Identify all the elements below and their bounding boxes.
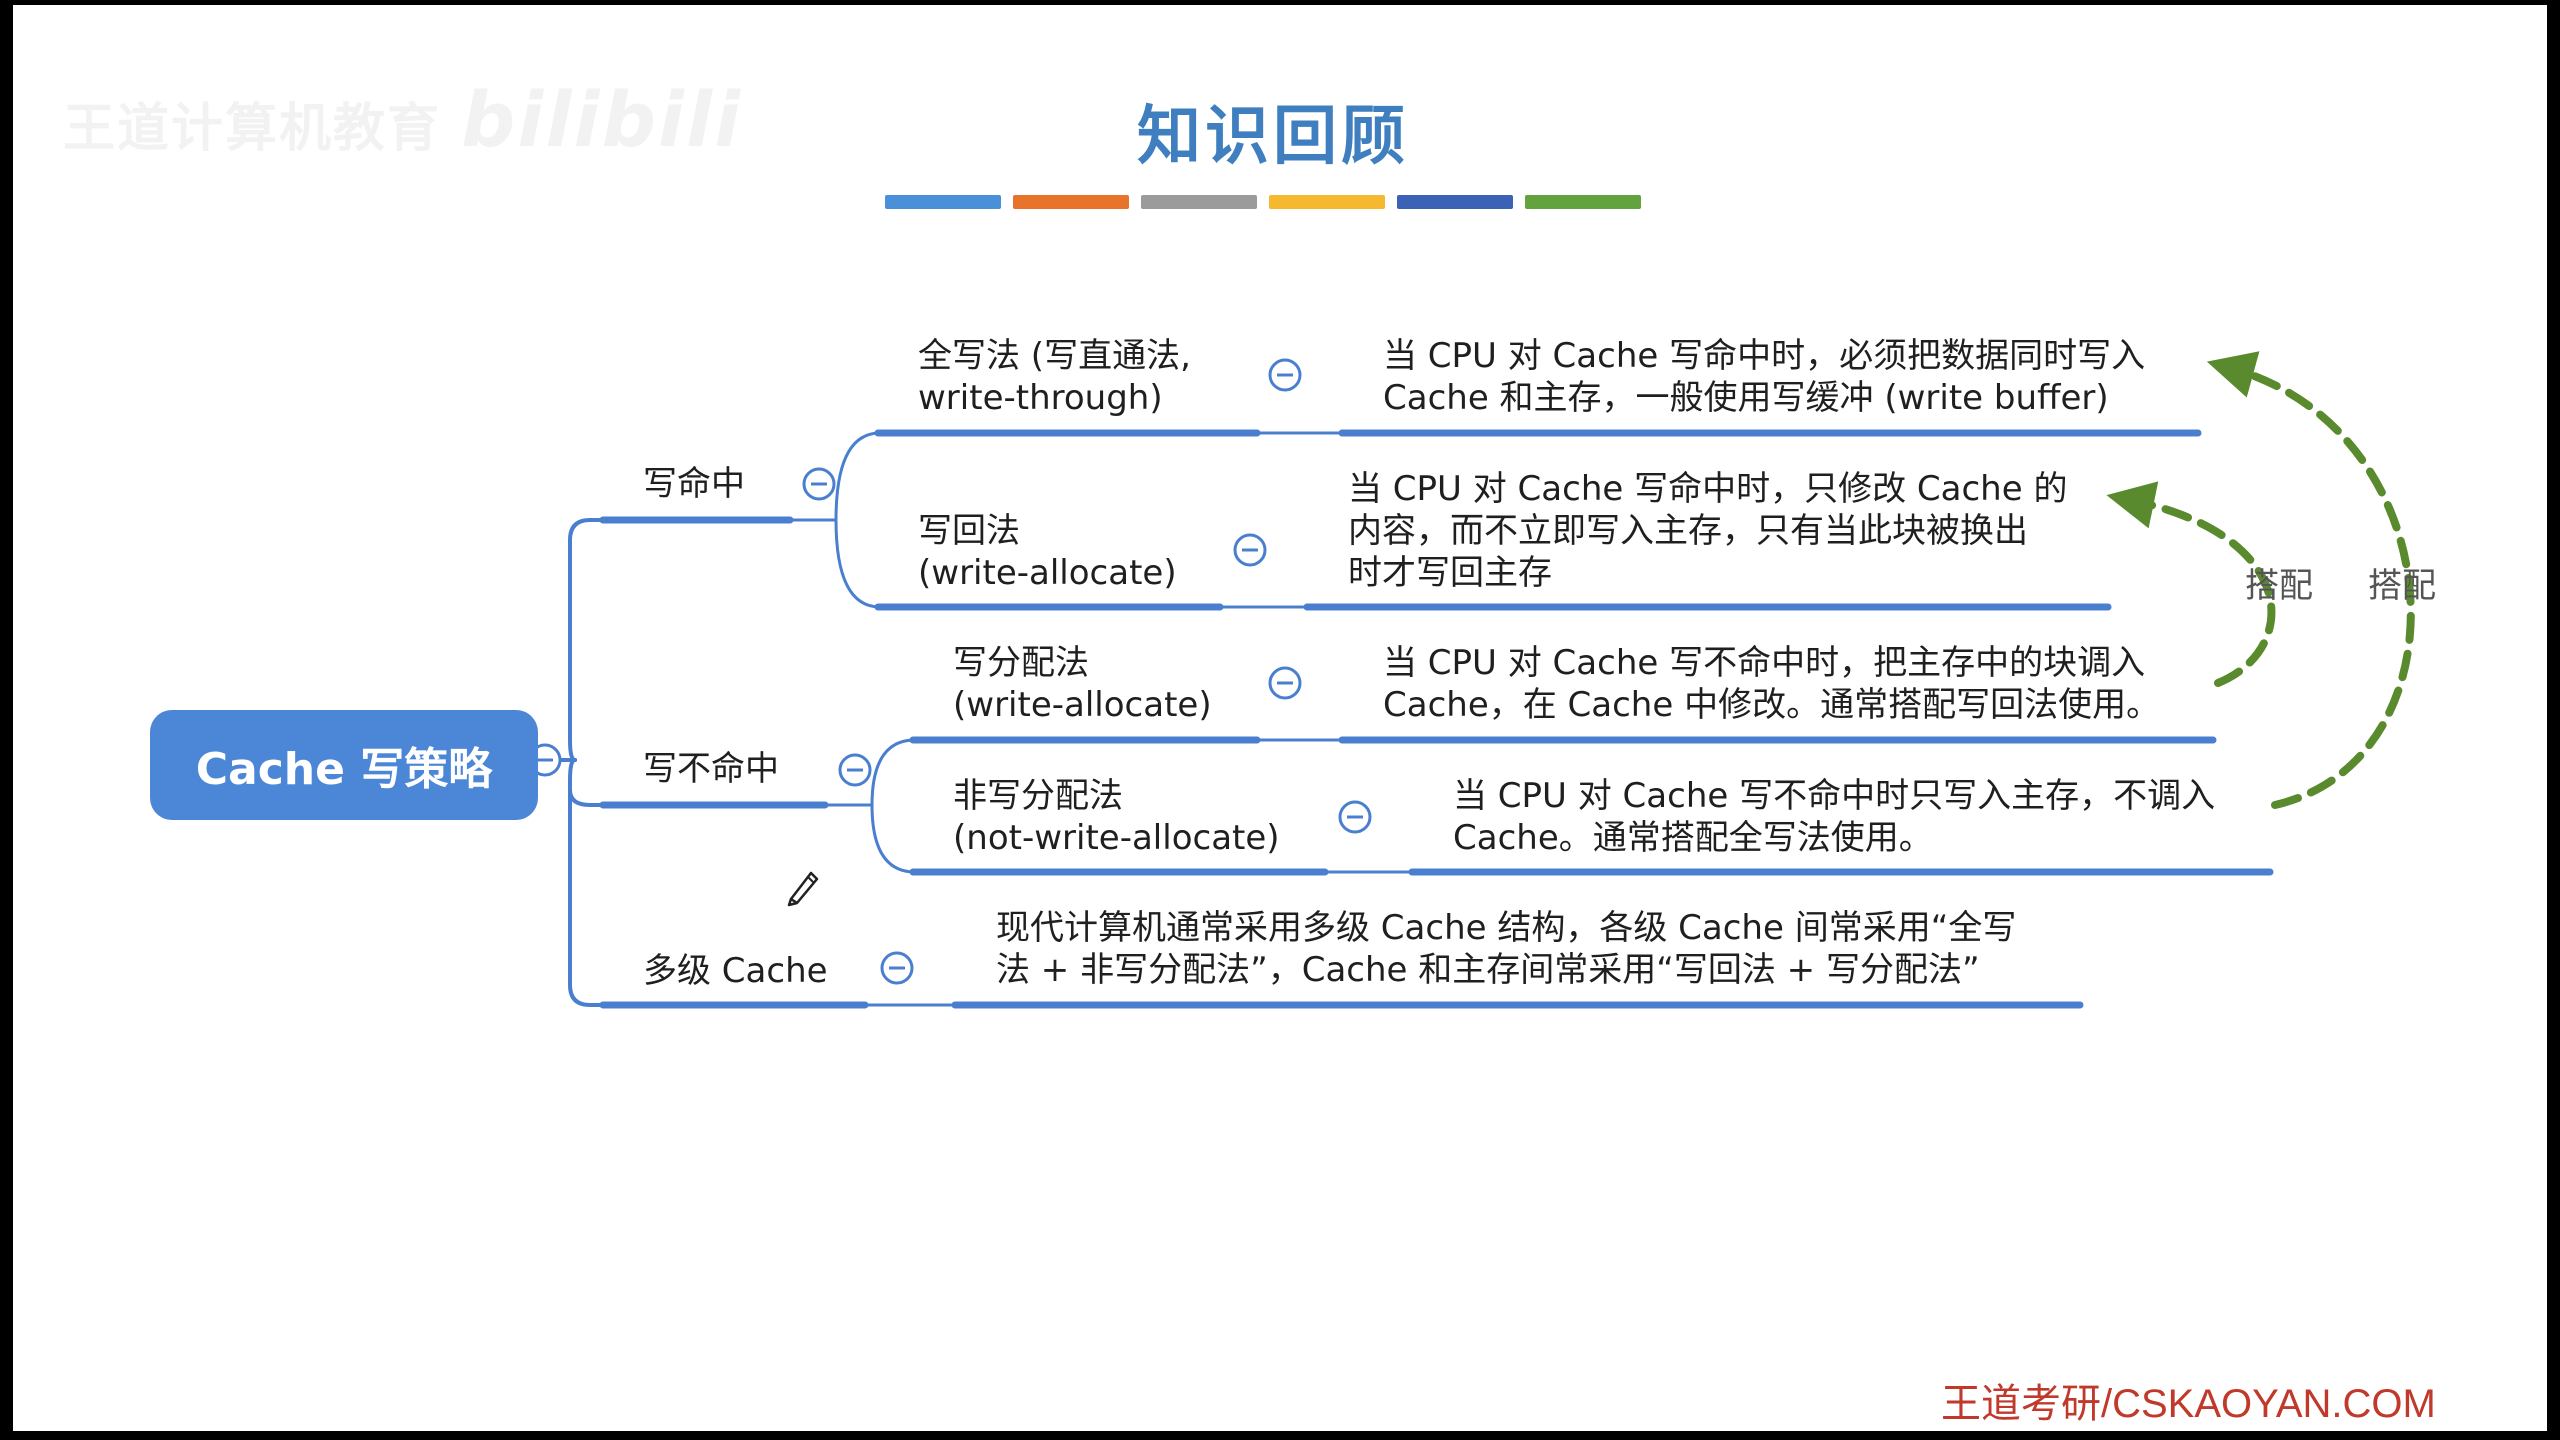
title-bar-segment-4 [1269,195,1385,209]
write-allocate-desc-1: 当 CPU 对 Cache 写不命中时，把主存中的块调入 [1383,643,2146,683]
write-back-label-1[interactable]: 写回法 [918,511,1020,551]
title-bar-segment-2 [1013,195,1129,209]
arrow-no-write-allocate-to-write-through [2206,351,2415,809]
title-bar-segment-3 [1141,195,1257,209]
mindmap-graphics [522,195,2415,1009]
write-through-desc-1: 当 CPU 对 Cache 写命中时，必须把数据同时写入 [1383,336,2146,376]
root-node[interactable]: Cache 写策略 [150,710,538,820]
minus-circle-icon[interactable] [838,753,872,787]
title-bar-segment-1 [885,195,1001,209]
bilibili-logo: bilibili [461,75,743,164]
arrow-write-allocate-to-write-back [2106,481,2276,687]
write-back-desc-1: 当 CPU 对 Cache 写命中时，只修改 Cache 的 [1348,469,2068,509]
minus-circle-icon[interactable] [1268,358,1302,392]
write-allocate-desc-2: Cache，在 Cache 中修改。通常搭配写回法使用。 [1383,685,2161,725]
write-hit-label[interactable]: 写命中 [643,464,745,504]
root-label: Cache 写策略 [195,744,493,795]
minus-circle-icon[interactable] [880,951,914,985]
collapse-toggles [528,358,1372,985]
title-bar-segment-5 [1397,195,1513,209]
mindmap-connectors [522,429,2274,1009]
pairing-arrows [2106,351,2415,809]
minus-circle-icon[interactable] [1338,800,1372,834]
page-title: 知识回顾 [1137,100,1409,174]
title-bar-segment-6 [1525,195,1641,209]
write-miss-label[interactable]: 写不命中 [643,749,779,789]
watermark-text: 王道计算机教育 [63,99,442,159]
minus-circle-icon[interactable] [1233,533,1267,567]
no-write-allocate-desc-2: Cache。通常搭配全写法使用。 [1453,818,1933,858]
write-allocate-label-2[interactable]: (write-allocate) [953,685,1212,725]
watermark: 王道计算机教育 bilibili [63,75,742,164]
write-back-desc-2: 内容，而不立即写入主存，只有当此块被换出 [1348,511,2028,551]
no-write-allocate-label-1[interactable]: 非写分配法 [953,776,1123,816]
arrow-label-inner: 搭配 [2245,566,2313,606]
footer-brand: 王道考研/CSKAOYAN.COM [1941,1382,2436,1426]
write-allocate-label-1[interactable]: 写分配法 [953,643,1089,683]
arrow-label-outer: 搭配 [2368,566,2436,606]
write-back-label-2[interactable]: (write-allocate) [918,553,1177,593]
multilevel-label[interactable]: 多级 Cache [643,951,828,991]
no-write-allocate-label-2[interactable]: (not-write-allocate) [953,818,1280,858]
write-back-desc-3: 时才写回主存 [1348,553,1552,593]
write-through-label-2[interactable]: write-through) [918,378,1163,418]
write-through-desc-2: Cache 和主存，一般使用写缓冲 (write buffer) [1383,378,2109,418]
minus-circle-icon[interactable] [802,467,836,501]
minus-circle-icon[interactable] [1268,666,1302,700]
pen-icon [787,871,819,907]
multilevel-desc-1: 现代计算机通常采用多级 Cache 结构，各级 Cache 间常采用“全写 [996,908,2017,948]
write-through-label-1[interactable]: 全写法 (写直通法, [918,336,1191,376]
no-write-allocate-desc-1: 当 CPU 对 Cache 写不命中时只写入主存，不调入 [1453,776,2216,816]
title-color-bar [885,195,1641,209]
multilevel-desc-2: 法 + 非写分配法”，Cache 和主存间常采用“写回法 + 写分配法” [996,950,1980,990]
